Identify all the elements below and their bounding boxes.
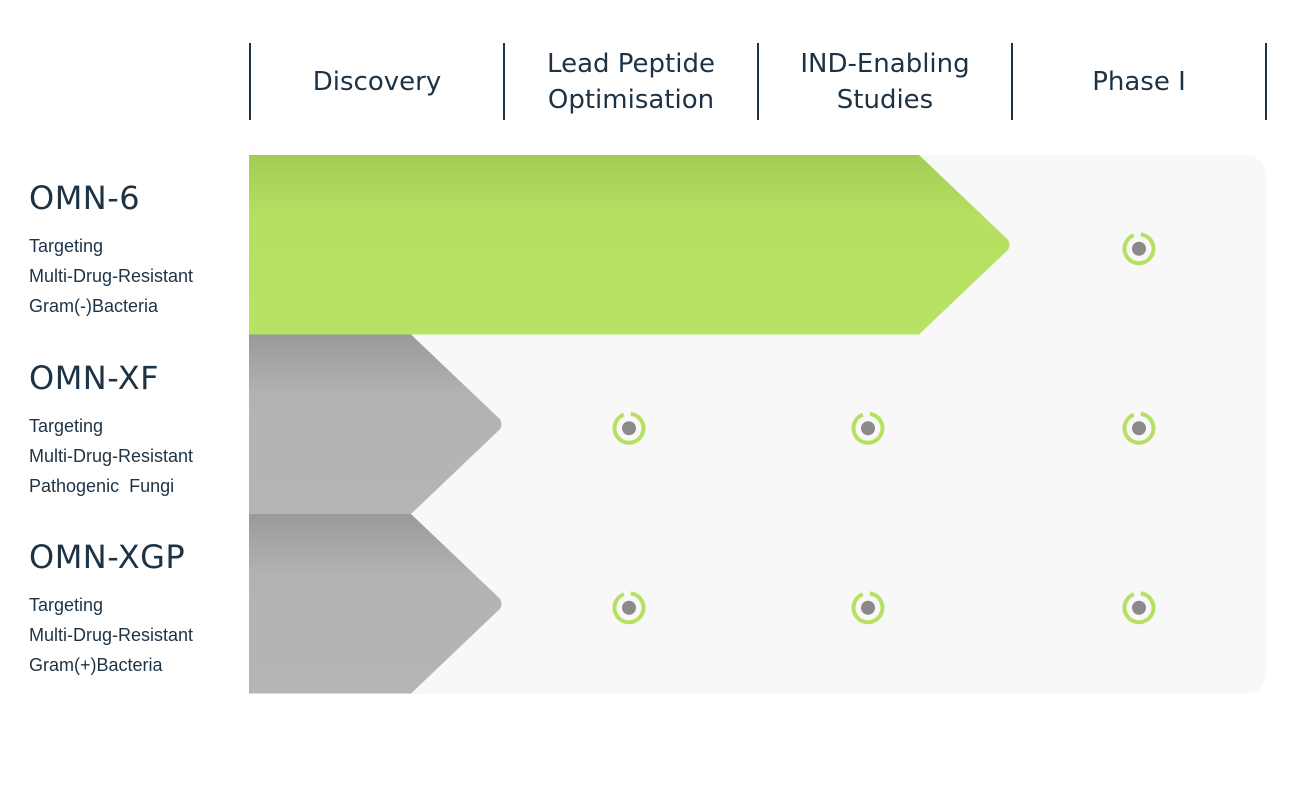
program-description-line: Gram(+)Bacteria bbox=[29, 655, 163, 675]
program-description-line: Multi-Drug-Resistant bbox=[29, 445, 194, 466]
stage-divider bbox=[249, 43, 251, 120]
milestone-dot-icon bbox=[851, 591, 885, 625]
stage-label: Phase I bbox=[1092, 66, 1186, 97]
stage-label: IND-Enabling Studies bbox=[800, 48, 970, 115]
progress-bar bbox=[249, 334, 502, 514]
program-description-line: Targeting bbox=[29, 236, 104, 256]
stage-divider bbox=[1011, 43, 1013, 120]
program-description-line: Multi-Drug-Resistant bbox=[29, 625, 194, 645]
milestone-dot-icon bbox=[612, 411, 646, 445]
milestone-dot-icon bbox=[1122, 591, 1156, 625]
program-description-line: Targeting bbox=[29, 415, 104, 436]
progress-bar bbox=[249, 155, 1010, 335]
program-description-line: Gram(-)Bacteria bbox=[29, 296, 159, 316]
milestone-dot-icon bbox=[612, 591, 646, 625]
milestone-dot-icon bbox=[1122, 411, 1156, 445]
milestone-dot-icon bbox=[851, 411, 885, 445]
milestone-dot-icon bbox=[1122, 232, 1156, 266]
stage-divider bbox=[503, 43, 505, 120]
stage-divider bbox=[757, 43, 759, 120]
stage-divider bbox=[1265, 43, 1267, 120]
program-name: OMN-XGP bbox=[29, 538, 186, 576]
program-description-line: Targeting bbox=[29, 595, 104, 615]
stage-label: Lead Peptide Optimisation bbox=[547, 48, 715, 115]
stage-label: Discovery bbox=[312, 66, 442, 97]
program-description-line: Pathogenic Fungi bbox=[29, 475, 175, 496]
program-name: OMN-XF bbox=[29, 358, 160, 397]
program-description-line: Multi-Drug-Resistant bbox=[29, 266, 194, 286]
program-name: OMN-6 bbox=[29, 179, 141, 217]
progress-bar bbox=[249, 514, 502, 694]
